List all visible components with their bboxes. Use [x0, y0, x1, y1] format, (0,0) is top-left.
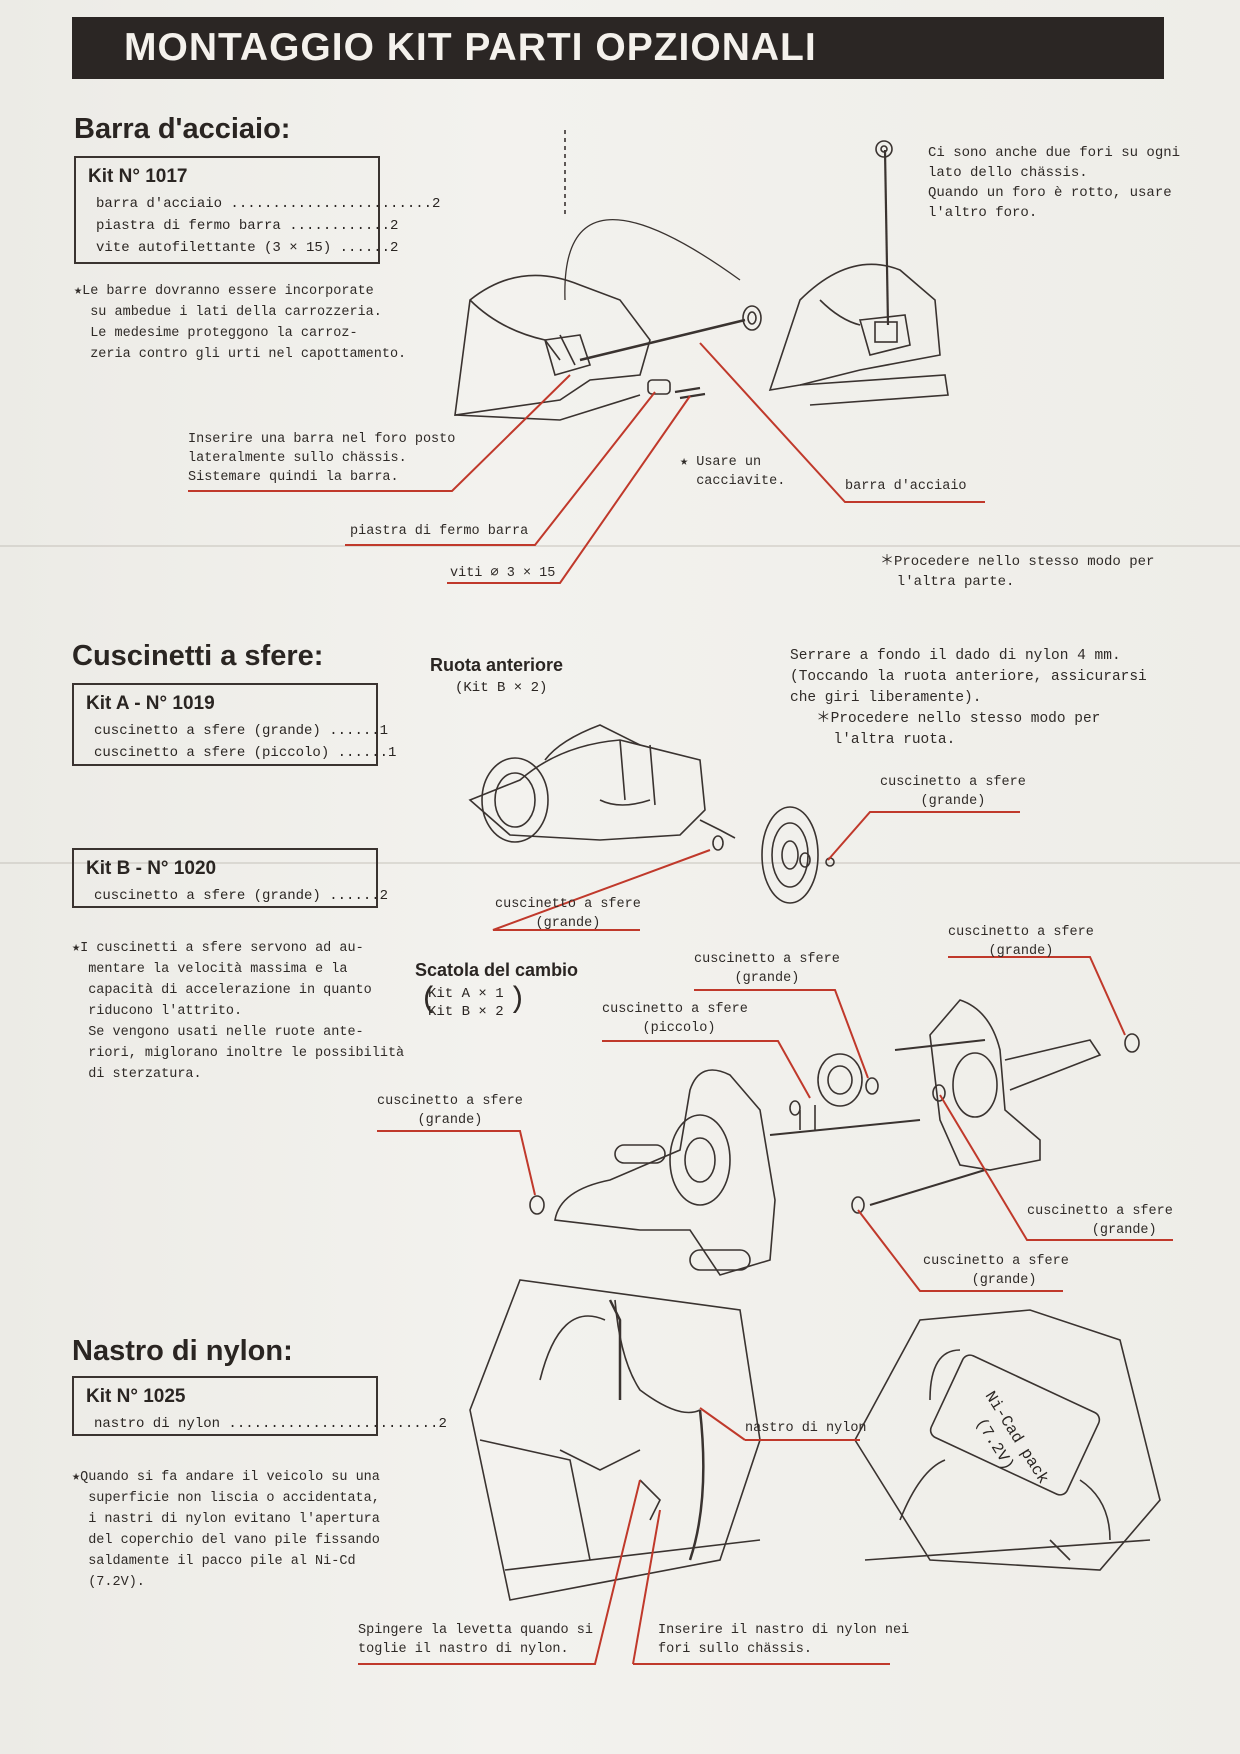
- label-bearing-gearbox-bottom-right: cuscinetto a sfere (grande): [1027, 1204, 1173, 1238]
- page-title: MONTAGGIO KIT PARTI OPZIONALI: [124, 26, 817, 69]
- gearbox-title: Scatola del cambio: [415, 960, 579, 980]
- label-tighten-nut: Serrare a fondo il dado di nylon 4 mm. (…: [790, 648, 1147, 748]
- paper-fold: [0, 545, 1240, 547]
- kit-title: Kit A - N° 1019: [86, 693, 215, 714]
- paper-fold: [0, 862, 1240, 864]
- label-side-holes: Ci sono anche due fori su ogni lato dell…: [928, 145, 1181, 221]
- section-title-nastro: Nastro di nylon:: [72, 1335, 293, 1367]
- leader-lines: [188, 342, 1173, 1665]
- label-bearing-gearbox-top-right: cuscinetto a sfere (grande): [948, 925, 1094, 959]
- label-retaining-plate: piastra di fermo barra: [350, 524, 529, 539]
- battery-strap-drawing-left: [469, 1279, 761, 1601]
- front-wheel-title: Ruota anteriore: [430, 655, 564, 675]
- label-bearing-gearbox-top: cuscinetto a sfere (grande): [694, 952, 840, 986]
- gearbox-brace-right: ): [508, 983, 527, 1017]
- gearbox-brace-left: (: [420, 983, 439, 1017]
- label-bearing-gearbox-small: cuscinetto a sfere (piccolo): [602, 1002, 748, 1036]
- kit-box-1025: Kit N° 1025 nastro di nylon ............…: [72, 1376, 447, 1436]
- label-bearing-front-left: cuscinetto a sfere (grande): [495, 897, 641, 931]
- gearbox-drawing: [529, 999, 1140, 1276]
- kit-box-1017: Kit N° 1017 barra d'acciaio ............…: [74, 156, 441, 264]
- kit-line: barra d'acciaio ........................…: [96, 196, 441, 212]
- kit-line: cuscinetto a sfere (piccolo) ......1: [94, 745, 397, 761]
- front-wheel-drawing: [468, 724, 835, 904]
- label-nylon-strap: nastro di nylon: [745, 1421, 867, 1436]
- page-header: MONTAGGIO KIT PARTI OPZIONALI: [72, 17, 1164, 79]
- label-bearing-front-right: cuscinetto a sfere (grande): [880, 775, 1026, 809]
- kit-box-1019: Kit A - N° 1019 cuscinetto a sfere (gran…: [72, 683, 397, 766]
- kit-box-1020: Kit B - N° 1020 cuscinetto a sfere (gran…: [72, 848, 389, 908]
- label-other-side: ＊Procedere nello stesso modo per l'altra…: [880, 554, 1155, 590]
- battery-label: Ni-Cad pack (7.2V): [972, 1388, 1052, 1487]
- note-nastro: ★Quando si fa andare il veicolo su una s…: [72, 1470, 380, 1590]
- chassis-drawing-left: [454, 130, 762, 421]
- label-push-lever: Spingere la levetta quando si toglie il …: [358, 1623, 593, 1657]
- kit-title: Kit B - N° 1020: [86, 858, 217, 879]
- label-insert-bar: Inserire una barra nel foro posto latera…: [188, 432, 456, 485]
- label-bearing-gearbox-left: cuscinetto a sfere (grande): [377, 1094, 523, 1128]
- label-bearing-gearbox-bottom: cuscinetto a sfere (grande): [923, 1254, 1069, 1288]
- kit-title: Kit N° 1017: [88, 166, 188, 187]
- label-screwdriver: ★ Usare un cacciavite.: [680, 455, 786, 489]
- note-barra: ★Le barre dovranno essere incorporate su…: [74, 284, 407, 362]
- front-wheel-subtitle: (Kit B × 2): [455, 680, 548, 696]
- section-title-barra: Barra d'acciaio:: [74, 113, 291, 145]
- kit-line: cuscinetto a sfere (grande) ......1: [94, 723, 389, 739]
- battery-strap-drawing-right: [854, 1309, 1161, 1571]
- note-cuscinetti: ★I cuscinetti a sfere servono ad au- men…: [72, 941, 405, 1082]
- chassis-drawing-right: [768, 140, 949, 406]
- kit-line: nastro di nylon ........................…: [94, 1416, 447, 1432]
- kit-line: piastra di fermo barra ............2: [96, 218, 399, 234]
- label-insert-strap: Inserire il nastro di nylon nei fori sul…: [658, 1623, 910, 1657]
- kit-title: Kit N° 1025: [86, 1386, 186, 1407]
- kit-line: cuscinetto a sfere (grande) ......2: [94, 888, 389, 904]
- section-title-cuscinetti: Cuscinetti a sfere:: [72, 640, 324, 672]
- kit-line: vite autofilettante (3 × 15) ......2: [96, 240, 399, 256]
- gearbox-subtitle-a: Kit A × 1: [428, 986, 504, 1002]
- label-screws: viti ∅ 3 × 15: [450, 566, 556, 581]
- label-steel-bar: barra d'acciaio: [845, 479, 967, 494]
- gearbox-subtitle-b: Kit B × 2: [428, 1004, 504, 1020]
